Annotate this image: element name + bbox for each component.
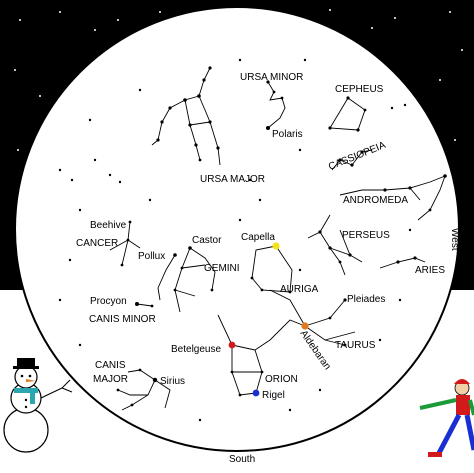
label-andromeda: ANDROMEDA <box>343 195 408 206</box>
background-stars <box>14 9 463 151</box>
capella-star <box>272 242 280 250</box>
aldebaran-star <box>301 322 309 330</box>
direction-west: West <box>449 228 460 251</box>
chart-stars <box>58 58 447 422</box>
label-perseus: PERSEUS <box>342 230 390 241</box>
label-taurus: TAURUS <box>335 340 376 351</box>
label-ursa-major: URSA MAJOR <box>200 174 265 185</box>
direction-south: South <box>229 454 255 465</box>
direction-east: East <box>20 228 31 248</box>
label-capella: Capella <box>241 232 275 243</box>
label-aries: ARIES <box>415 265 445 276</box>
chart-disk <box>14 6 460 452</box>
label-polaris: Polaris <box>272 129 303 140</box>
child-drawing <box>419 379 474 457</box>
label-ursa-minor: URSA MINOR <box>240 72 303 83</box>
label-pollux: Pollux <box>138 251 165 262</box>
label-orion: ORION <box>265 374 298 385</box>
label-pleiades: Pleiades <box>347 294 385 305</box>
label-canis-major-line2: MAJOR <box>93 374 128 385</box>
label-sirius: Sirius <box>160 376 185 387</box>
snowman-drawing <box>3 358 73 453</box>
label-procyon: Procyon <box>90 296 127 307</box>
betelgeuse-star <box>228 341 236 349</box>
label-cepheus: CEPHEUS <box>335 84 384 95</box>
label-canis-minor: CANIS MINOR <box>89 314 156 325</box>
label-gemini: GEMINI <box>204 263 240 274</box>
label-canis-major-line1: CANIS <box>95 360 126 371</box>
label-auriga: AURIGA <box>280 284 319 295</box>
label-rigel: Rigel <box>262 390 285 401</box>
label-beehive: Beehive <box>90 220 127 231</box>
direction-north: North <box>226 17 250 28</box>
label-cancer: CANCER <box>76 238 118 249</box>
label-betelgeuse: Betelgeuse <box>171 344 221 355</box>
rigel-star <box>252 389 260 397</box>
label-castor: Castor <box>192 235 222 246</box>
